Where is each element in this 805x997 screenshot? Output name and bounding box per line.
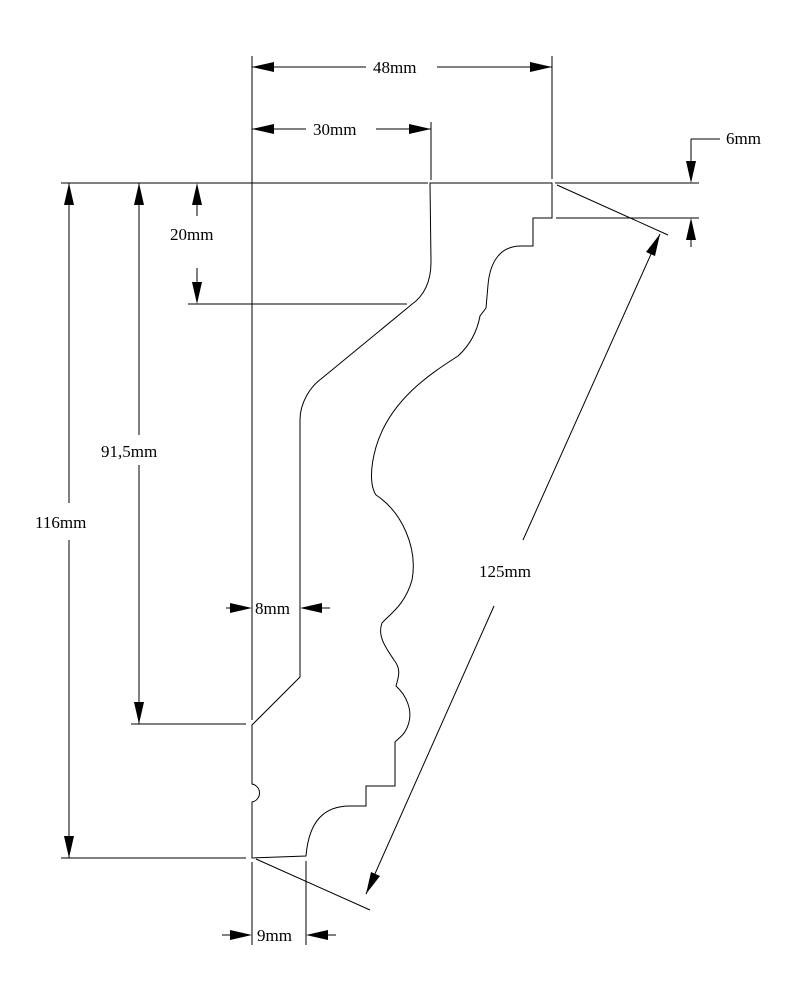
dim-label-9mm: 9mm <box>257 926 292 945</box>
dimension-125mm: 125mm <box>365 233 661 895</box>
dim-label-20mm: 20mm <box>170 225 213 244</box>
dim-label-6mm: 6mm <box>726 129 761 148</box>
dim-label-8mm: 8mm <box>255 599 290 618</box>
dimension-8mm: 8mm <box>226 599 330 618</box>
dimension-6mm: 6mm <box>686 129 761 247</box>
dim-label-91-5mm: 91,5mm <box>101 442 157 461</box>
dim-label-48mm: 48mm <box>373 58 416 77</box>
dim-label-125mm: 125mm <box>479 562 531 581</box>
dimension-30mm: 30mm <box>252 120 431 139</box>
dimension-20mm: 20mm <box>170 183 213 304</box>
moulding-profile-outline <box>251 182 553 859</box>
dimension-9mm: 9mm <box>222 926 336 945</box>
dimension-91-5mm: 91,5mm <box>101 183 157 724</box>
dim-label-116mm: 116mm <box>35 513 86 532</box>
dimension-116mm: 116mm <box>35 183 86 858</box>
dim-label-30mm: 30mm <box>313 120 356 139</box>
dimension-48mm: 48mm <box>252 58 552 77</box>
